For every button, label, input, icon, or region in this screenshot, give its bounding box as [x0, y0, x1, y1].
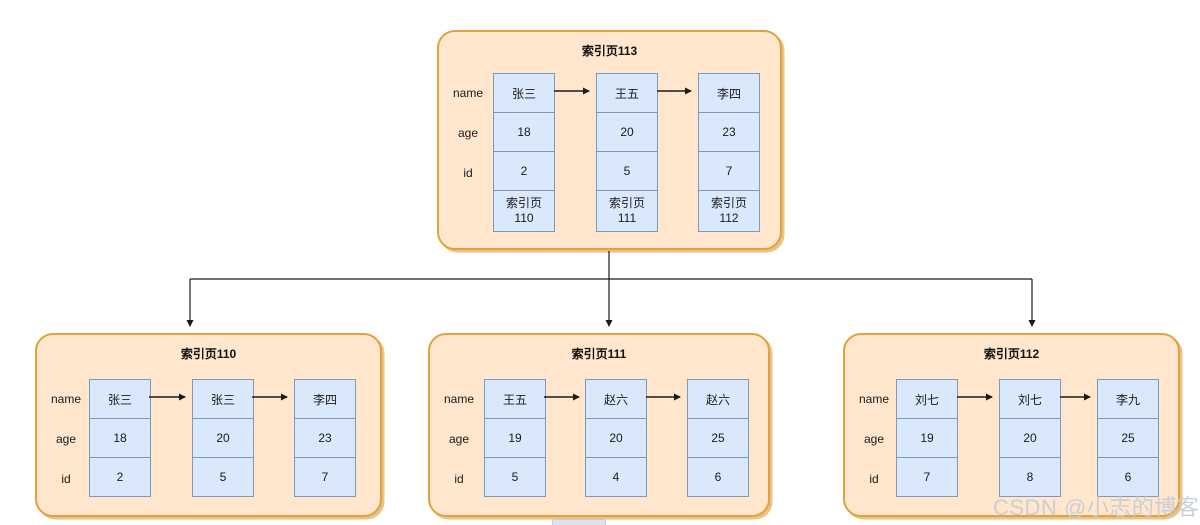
cell-age: 19 — [896, 418, 958, 458]
row-label-age: age — [457, 126, 479, 140]
row-label-age: age — [55, 432, 77, 446]
index-page-110-box: 索引页110 name age id 张三 18 2 张三 20 5 李四 23… — [35, 333, 382, 517]
index-page-112-box: 索引页112 name age id 刘七 19 7 刘七 20 8 李九 25… — [843, 333, 1180, 517]
cell-id: 4 — [585, 457, 647, 497]
cell-child-pointer: 索引页 111 — [596, 190, 658, 232]
record-column: 李九 25 6 — [1097, 379, 1159, 497]
row-label-name: name — [443, 392, 475, 406]
row-label-id: id — [61, 472, 71, 486]
page-title: 索引页113 — [581, 44, 638, 58]
pointer-value: 111 — [617, 211, 637, 225]
record-column: 张三 20 5 — [192, 379, 254, 497]
pointer-value: 112 — [719, 211, 739, 225]
cell-id: 5 — [596, 151, 658, 191]
row-label-name: name — [50, 392, 82, 406]
cell-name: 王五 — [484, 379, 546, 419]
record-column: 赵六 25 6 — [687, 379, 749, 497]
cell-age: 20 — [999, 418, 1061, 458]
row-label-name: name — [858, 392, 890, 406]
row-label-id: id — [463, 166, 473, 180]
page-title: 索引页110 — [180, 347, 237, 361]
cell-id: 7 — [698, 151, 760, 191]
cell-id: 5 — [484, 457, 546, 497]
pointer-label: 索引页 — [505, 196, 542, 210]
cutoff-shape — [552, 519, 606, 525]
index-page-111-box: 索引页111 name age id 王五 19 5 赵六 20 4 赵六 25… — [428, 333, 770, 517]
cell-age: 19 — [484, 418, 546, 458]
record-column: 赵六 20 4 — [585, 379, 647, 497]
cell-age: 23 — [294, 418, 356, 458]
cell-name: 张三 — [192, 379, 254, 419]
index-page-113-box: 索引页113 name age id 张三 18 2 索引页 110 王五 20… — [437, 30, 782, 250]
row-label-age: age — [448, 432, 470, 446]
cell-name: 王五 — [596, 73, 658, 113]
cell-name: 张三 — [89, 379, 151, 419]
record-column: 王五 20 5 索引页 111 — [596, 73, 658, 232]
cell-age: 23 — [698, 112, 760, 152]
cell-age: 20 — [192, 418, 254, 458]
row-label-age: age — [863, 432, 885, 446]
cell-child-pointer: 索引页 112 — [698, 190, 760, 232]
row-label-id: id — [454, 472, 464, 486]
row-label-id: id — [869, 472, 879, 486]
watermark-text: CSDN @小志的博客 — [993, 495, 1200, 520]
cell-id: 5 — [192, 457, 254, 497]
record-column: 张三 18 2 — [89, 379, 151, 497]
cell-age: 25 — [1097, 418, 1159, 458]
cell-id: 6 — [1097, 457, 1159, 497]
row-label-name: name — [452, 86, 484, 100]
record-column: 刘七 19 7 — [896, 379, 958, 497]
cell-id: 2 — [89, 457, 151, 497]
cell-name: 赵六 — [687, 379, 749, 419]
cell-age: 20 — [596, 112, 658, 152]
cell-id: 8 — [999, 457, 1061, 497]
cell-id: 7 — [294, 457, 356, 497]
pointer-value: 110 — [514, 211, 534, 225]
cell-name: 刘七 — [896, 379, 958, 419]
cell-age: 20 — [585, 418, 647, 458]
cell-age: 18 — [493, 112, 555, 152]
record-column: 张三 18 2 索引页 110 — [493, 73, 555, 232]
record-column: 李四 23 7 索引页 112 — [698, 73, 760, 232]
cell-name: 赵六 — [585, 379, 647, 419]
cell-name: 李九 — [1097, 379, 1159, 419]
page-title: 索引页112 — [983, 347, 1040, 361]
record-column: 李四 23 7 — [294, 379, 356, 497]
cell-name: 刘七 — [999, 379, 1061, 419]
page-title: 索引页111 — [571, 347, 627, 361]
cell-age: 18 — [89, 418, 151, 458]
pointer-label: 索引页 — [710, 196, 747, 210]
cell-name: 李四 — [294, 379, 356, 419]
cell-name: 李四 — [698, 73, 760, 113]
record-column: 刘七 20 8 — [999, 379, 1061, 497]
pointer-label: 索引页 — [608, 196, 645, 210]
record-column: 王五 19 5 — [484, 379, 546, 497]
cell-id: 6 — [687, 457, 749, 497]
cell-name: 张三 — [493, 73, 555, 113]
cell-id: 7 — [896, 457, 958, 497]
cell-child-pointer: 索引页 110 — [493, 190, 555, 232]
cell-age: 25 — [687, 418, 749, 458]
cell-id: 2 — [493, 151, 555, 191]
